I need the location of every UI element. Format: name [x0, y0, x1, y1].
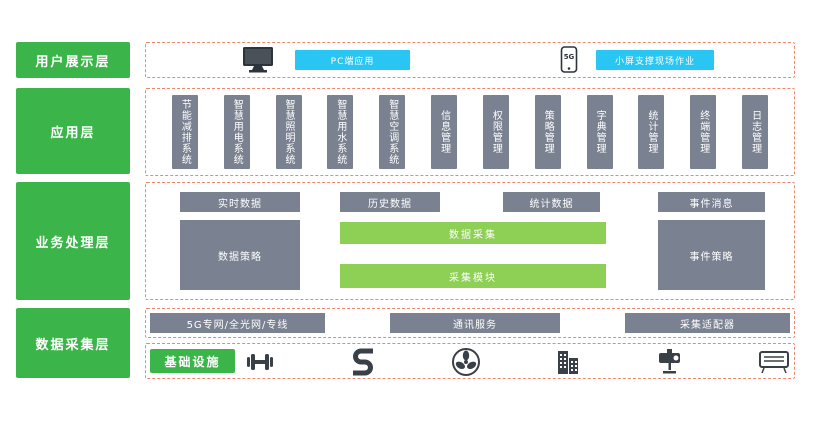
event-message-box: 事件消息 [658, 192, 765, 212]
mobile-app-button: 小屏支撑现场作业 [596, 50, 714, 70]
history-data-box: 历史数据 [340, 192, 440, 212]
app-module: 字典管理 [586, 95, 613, 169]
layer-label-collection: 数据采集层 [16, 308, 130, 378]
display-layer-container [145, 42, 795, 78]
app-module: 智慧照明系统 [275, 95, 302, 169]
power-equipment-icon [245, 348, 275, 376]
phone-icon: 5G [560, 46, 578, 73]
surveillance-camera-icon [655, 348, 685, 376]
app-module: 节能减排系统 [171, 95, 198, 169]
layer-label-display: 用户展示层 [16, 42, 130, 78]
event-strategy-box: 事件策略 [658, 220, 765, 290]
pc-app-button: PC端应用 [295, 50, 410, 70]
app-module: 智慧空调系统 [379, 95, 406, 169]
comm-service-bar: 通讯服务 [390, 313, 560, 333]
business-layer-container [145, 182, 795, 300]
app-module: 终端管理 [690, 95, 717, 169]
layer-label-business: 业务处理层 [16, 182, 130, 300]
app-module: 信息管理 [431, 95, 458, 169]
collect-module-bar: 采集模块 [340, 264, 606, 288]
data-collect-bar: 数据采集 [340, 222, 606, 244]
ventilation-fan-icon [451, 347, 481, 377]
infrastructure-label: 基础设施 [150, 349, 235, 373]
app-module: 智慧用水系统 [327, 95, 354, 169]
app-module: 权限管理 [482, 95, 509, 169]
app-module: 策略管理 [534, 95, 561, 169]
infrastructure-icons-row [245, 346, 790, 378]
air-conditioner-icon [758, 349, 790, 375]
pipeline-icon [348, 347, 378, 377]
app-module: 统计管理 [638, 95, 665, 169]
stat-data-box: 统计数据 [503, 192, 600, 212]
app-module: 日志管理 [742, 95, 769, 169]
phone-5g-badge: 5G [564, 53, 575, 61]
building-icon [554, 348, 582, 376]
adapter-bar: 采集适配器 [625, 313, 790, 333]
network-bar: 5G专网/全光网/专线 [150, 313, 325, 333]
data-strategy-box: 数据策略 [180, 220, 300, 290]
collection-layer-container [145, 308, 795, 338]
application-layer-container [145, 88, 795, 176]
application-modules-row: 节能减排系统 智慧用电系统 智慧照明系统 智慧用水系统 智慧空调系统 信息管理 … [146, 89, 794, 175]
infrastructure-container [145, 343, 795, 379]
monitor-icon [240, 45, 276, 75]
layer-label-application: 应用层 [16, 88, 130, 174]
app-module: 智慧用电系统 [223, 95, 250, 169]
realtime-data-box: 实时数据 [180, 192, 300, 212]
